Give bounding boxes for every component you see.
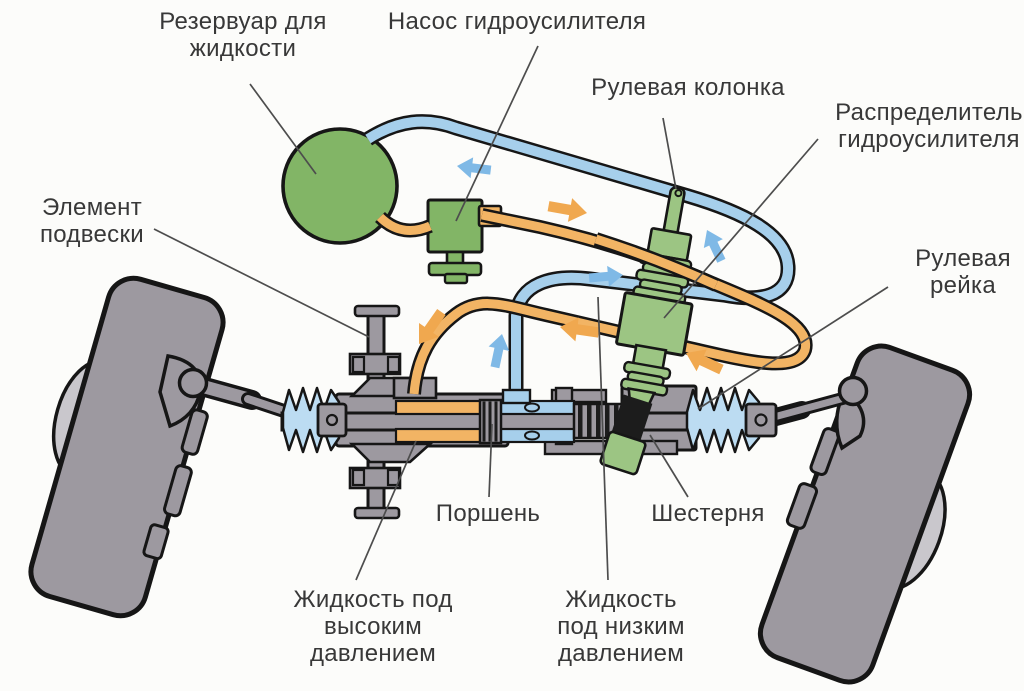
- label-pinion: Шестерня: [651, 500, 765, 527]
- leader-reservoir: [249, 83, 317, 175]
- flow-arrow-blue-up: [484, 331, 513, 370]
- fluid-reservoir: [281, 127, 399, 245]
- leader-pinion: [649, 434, 689, 498]
- label-piston: Поршень: [435, 500, 541, 527]
- label-steering-rack: Рулевая рейка: [915, 245, 1011, 299]
- label-low-pressure: Жидкость под низким давлением: [557, 586, 685, 667]
- distributor-valve: [615, 291, 694, 357]
- leader-rack: [697, 286, 889, 410]
- label-steering-column: Рулевая колонка: [591, 74, 785, 101]
- power-steering-pump: [426, 198, 484, 285]
- leader-pump: [455, 45, 539, 222]
- high-pressure-chamber: [394, 399, 484, 416]
- column-lower-end: [599, 430, 647, 476]
- leader-lines: [153, 45, 889, 581]
- flow-arrow-orange-right: [546, 194, 590, 225]
- left-ball-joint: [177, 367, 209, 399]
- label-pump: Насос гидроусилителя: [387, 8, 647, 35]
- label-high-pressure: Жидкость под высоким давлением: [293, 586, 453, 667]
- steering-rack-assembly: [280, 376, 778, 464]
- leader-distributor: [663, 138, 819, 319]
- label-distributor: Распределитель гидроусилителя: [835, 99, 1023, 153]
- leader-suspension: [153, 228, 370, 338]
- label-suspension-element: Элемент подвески: [40, 194, 144, 248]
- right-knuckle: [835, 394, 866, 451]
- leader-low-pressure: [597, 296, 609, 581]
- leader-high-pressure: [355, 440, 417, 581]
- right-wheel: [757, 343, 973, 685]
- leader-steering-column: [662, 117, 677, 190]
- left-wheel: [28, 275, 226, 619]
- piston: [478, 398, 503, 445]
- low-pressure-hose: [363, 114, 796, 405]
- leader-piston: [488, 423, 493, 498]
- left-boot: [281, 386, 341, 454]
- label-reservoir: Резервуар для жидкости: [159, 8, 327, 62]
- hose-over-column: [593, 232, 719, 292]
- flow-arrow-blue-left: [455, 155, 493, 181]
- steering-column: [615, 186, 694, 416]
- right-ball-joint: [837, 375, 869, 407]
